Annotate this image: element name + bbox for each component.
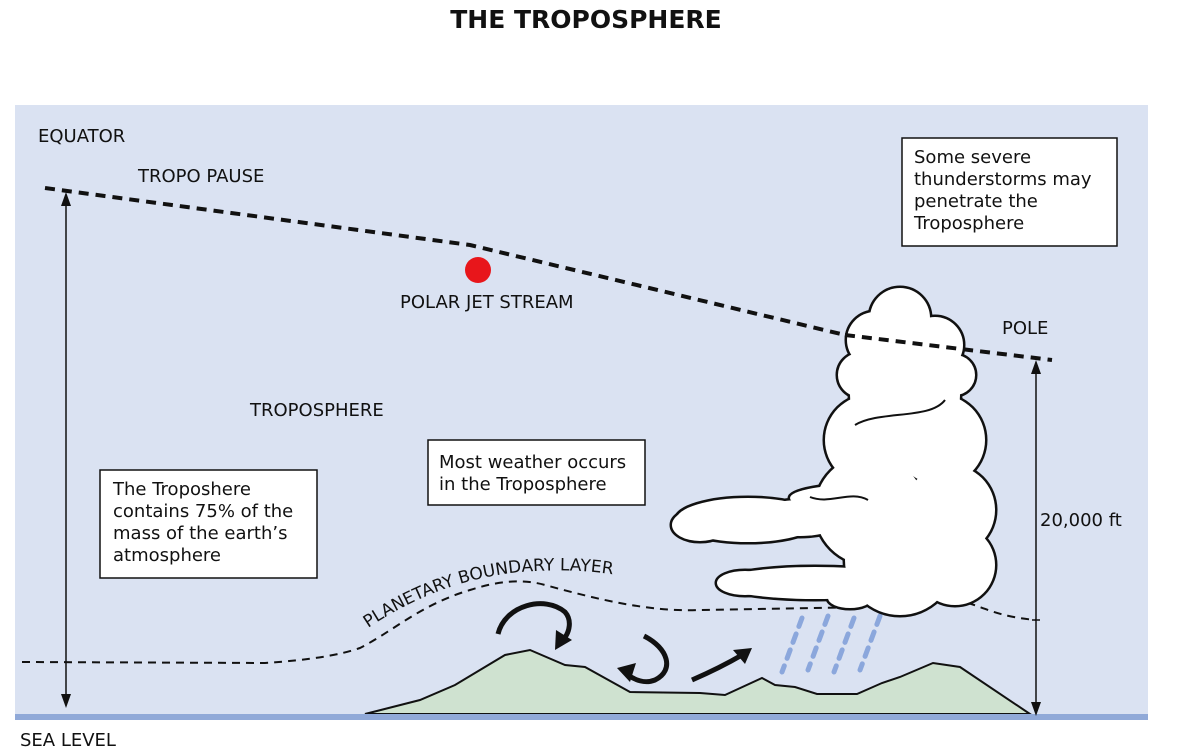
mass-box-line: The Troposhere [112,479,251,500]
storms-box-line: thunderstorms may [914,169,1092,190]
troposphere-label: TROPOSPHERE [249,400,384,421]
pole-height-arrow [1031,360,1041,716]
weather-box-line: in the Troposphere [439,474,607,495]
mass-box-line: mass of the earth’s [113,523,287,544]
mass-box-line: atmosphere [113,545,221,566]
mass-box-line: contains 75% of the [113,501,293,522]
storms-box-line: penetrate the [914,191,1038,212]
equator-label: EQUATOR [38,126,125,147]
weather-info-box: Most weather occurs in the Troposphere [427,439,646,506]
weather-box-line: Most weather occurs [439,452,626,473]
tropopause-line [44,186,846,337]
storms-box-line: Some severe [914,147,1031,168]
storms-info-box: Some severe thunderstorms may penetrate … [901,137,1118,247]
jet-stream-label: POLAR JET STREAM [400,292,574,313]
tropopause-label: TROPO PAUSE [137,166,264,187]
equator-height-arrow [61,192,71,708]
diagram-title: THE TROPOSPHERE [450,5,722,34]
rain [779,613,883,675]
sea-level-label: SEA LEVEL [20,730,116,751]
tropopause-line-pole [844,333,1053,362]
mass-info-box: The Troposhere contains 75% of the mass … [99,469,318,579]
height-label: 20,000 ft [1040,510,1122,531]
storms-box-line: Troposphere [913,213,1024,234]
sea-level-line [15,714,1148,720]
jet-stream-dot [465,257,491,283]
pole-label: POLE [1002,318,1048,339]
mountains [364,648,1034,715]
